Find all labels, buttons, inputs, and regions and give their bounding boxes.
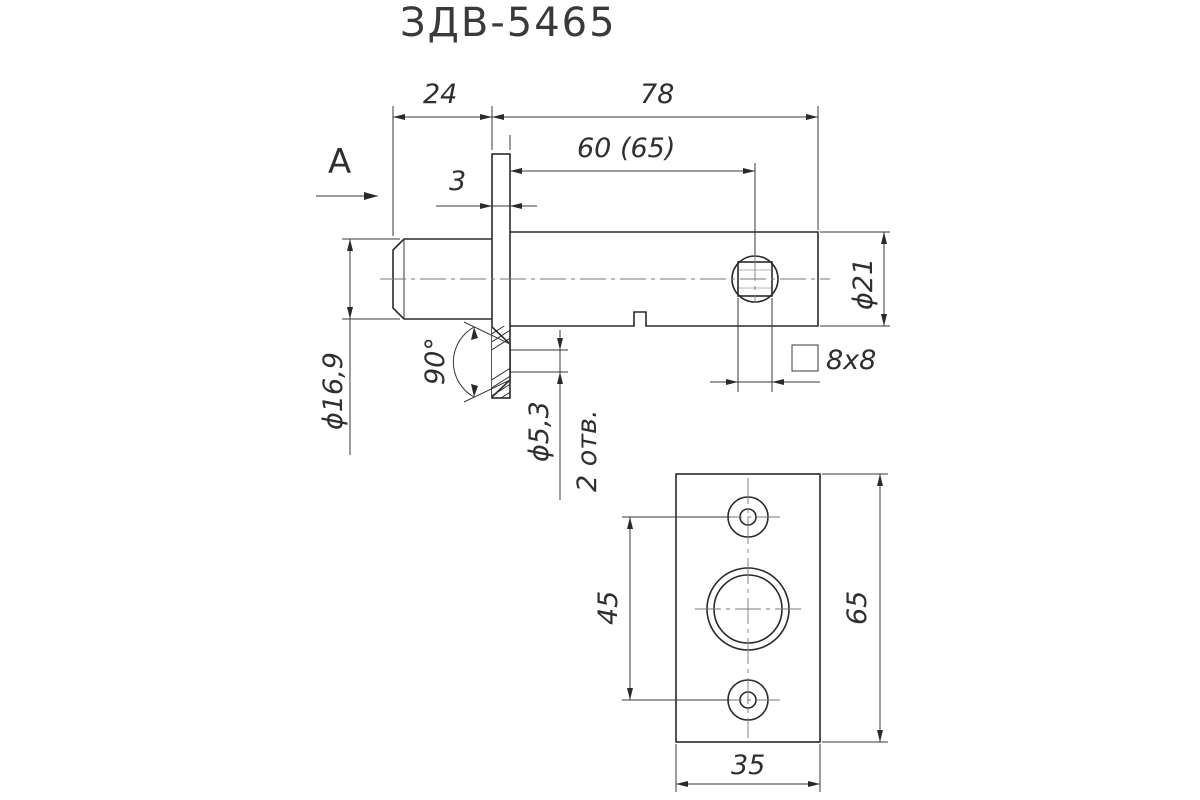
dim-flange-thickness: 3 xyxy=(449,166,466,197)
dim-hole-position: 60 (65) xyxy=(577,133,675,164)
dim-countersink-angle: 90° xyxy=(420,337,451,385)
view-label-a: A xyxy=(328,142,351,182)
countersink-section xyxy=(492,326,510,398)
dim-hole-count: 2 отв. xyxy=(572,409,603,492)
product-title: ЗДВ-5465 xyxy=(400,0,617,46)
side-view xyxy=(380,153,830,399)
square-symbol xyxy=(791,344,819,372)
dim-hole-spacing: 45 xyxy=(593,591,624,625)
dim-flange-to-tip: 24 xyxy=(423,79,457,110)
dim-plate-height: 65 xyxy=(842,591,873,625)
dim-square-hole: 8x8 xyxy=(826,345,876,376)
bolt-body xyxy=(510,231,819,327)
dim-hole-diameter: ϕ5,3 xyxy=(524,401,555,462)
front-view xyxy=(675,473,821,743)
dim-tip-diameter: ϕ16,9 xyxy=(318,352,349,430)
dim-plate-width: 35 xyxy=(731,750,765,781)
dim-body-diameter: ϕ21 xyxy=(848,258,879,310)
front-view-dimensions: 45 65 35 xyxy=(593,473,888,792)
side-view-dimensions: 24 78 60 (65) 3 A ϕ21 8x8 xyxy=(316,79,890,500)
countersink-outline xyxy=(491,326,511,398)
angle-arc xyxy=(452,326,475,398)
mounting-plate xyxy=(675,473,821,743)
dim-total-length: 78 xyxy=(640,79,674,110)
